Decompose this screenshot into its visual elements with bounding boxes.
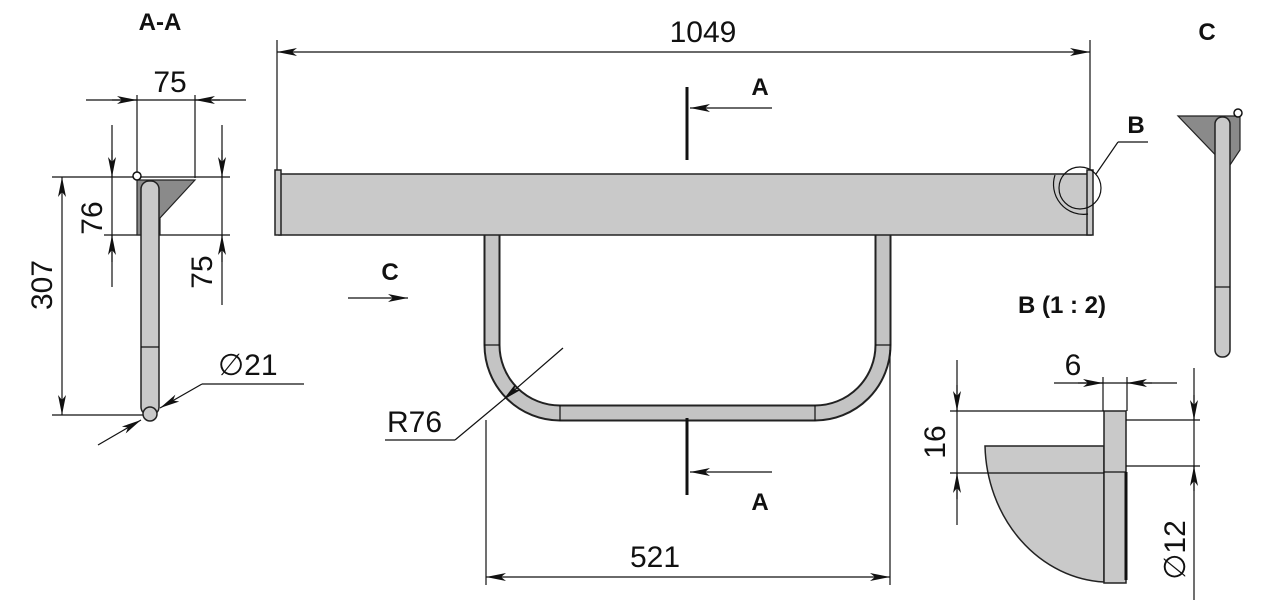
detail-b-circle bbox=[1058, 166, 1102, 210]
dim-307: 307 bbox=[26, 260, 59, 310]
dim-16: 16 bbox=[919, 425, 952, 458]
dim-diameter-12: ∅12 bbox=[1159, 520, 1192, 580]
main-bar bbox=[278, 173, 1092, 236]
section-aa-view: A-A 75 307 76 75 ∅21 bbox=[26, 9, 304, 446]
tube-section bbox=[140, 180, 160, 416]
dim-521: 521 bbox=[630, 541, 680, 574]
front-view: 1049 A A C R76 521 B bbox=[274, 16, 1148, 585]
view-c: C bbox=[1176, 19, 1243, 358]
dim-75-top: 75 bbox=[153, 66, 186, 99]
handle-tube bbox=[483, 235, 892, 422]
dim-diameter-21: ∅21 bbox=[218, 349, 278, 382]
detail-b-view: B (1 : 2) 6 16 ∅12 bbox=[919, 292, 1200, 600]
section-marker-bottom: A bbox=[751, 489, 768, 516]
view-arrow-c: C bbox=[381, 259, 398, 286]
dim-76: 76 bbox=[76, 201, 109, 234]
view-c-title: C bbox=[1198, 19, 1215, 46]
dim-75-right: 75 bbox=[186, 255, 219, 288]
section-aa-title: A-A bbox=[139, 9, 182, 36]
section-marker-top: A bbox=[751, 74, 768, 101]
dim-r76: R76 bbox=[387, 406, 442, 439]
detail-b-title: B (1 : 2) bbox=[1018, 292, 1106, 319]
dim-6: 6 bbox=[1065, 349, 1082, 382]
dim-1049: 1049 bbox=[670, 16, 737, 49]
detail-b-marker: B bbox=[1127, 112, 1144, 139]
